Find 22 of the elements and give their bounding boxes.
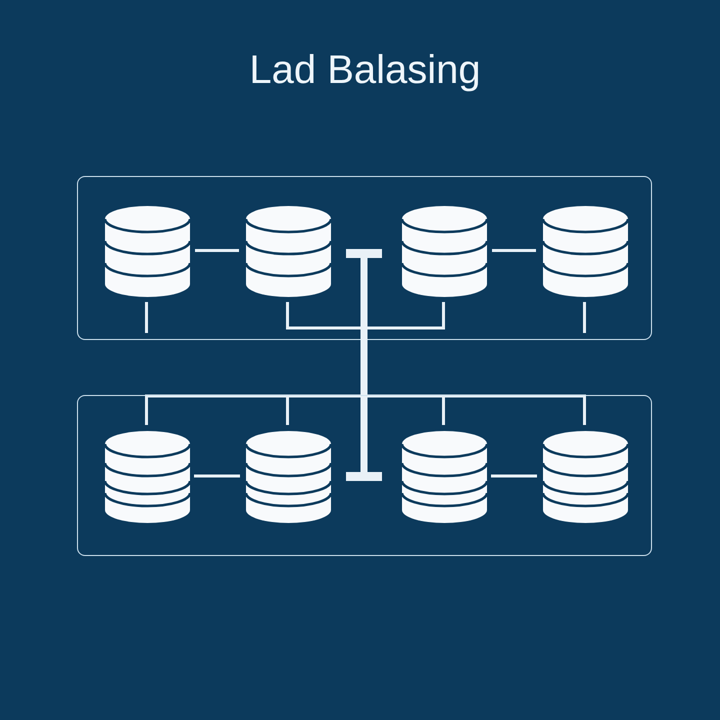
database-cylinder [105,206,190,297]
connector-line [145,302,148,333]
server-group-panel [77,176,652,340]
database-cylinder [402,206,487,297]
connector-line [492,249,536,252]
connector-line [194,474,240,478]
diagram-title: Lad Balasing [248,47,482,94]
server-group-panel [77,395,652,556]
connector-line [382,302,445,330]
connector-line [583,302,586,333]
connector-line [491,474,537,478]
database-cylinder [543,431,628,523]
connector-line [195,249,239,252]
database-cylinder [402,431,487,523]
i-beam-bar [346,249,382,481]
database-cylinder [246,206,331,297]
database-cylinder [246,431,331,523]
connector-line [286,394,346,425]
database-cylinder [543,206,628,297]
connector-line [286,302,346,330]
database-cylinder [105,431,190,523]
connector-line [382,394,586,425]
